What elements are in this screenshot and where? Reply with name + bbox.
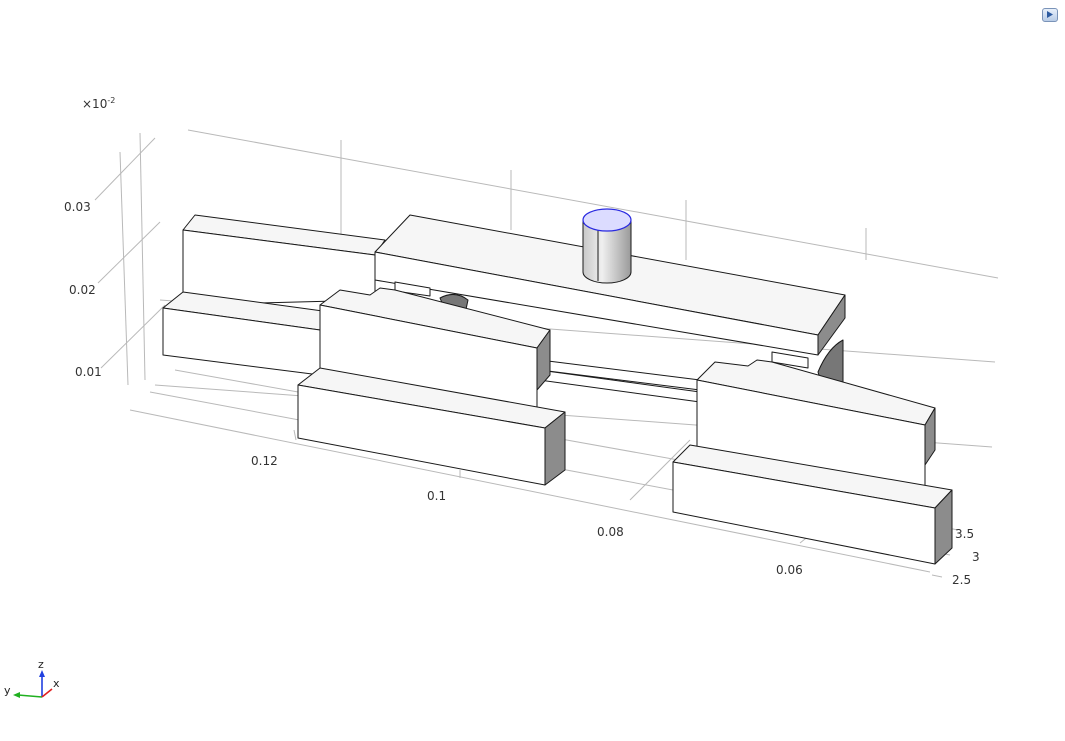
block-mid-left-lower[interactable] (297, 367, 566, 486)
triad-x-label: x (53, 677, 60, 690)
block-back-left-lower[interactable] (162, 291, 331, 376)
z-tick-label: 0.03 (64, 200, 91, 214)
y-axis-arrow (17, 694, 43, 698)
block-back-left-upper[interactable] (182, 214, 386, 306)
z-tick-label: 0.02 (69, 283, 96, 297)
bridge-pad-right[interactable] (771, 351, 809, 369)
y-tick-label: 2.5 (952, 573, 971, 587)
block-right-lower[interactable] (672, 444, 953, 565)
x-axis-ticks: 0.12 0.1 0.08 0.06 (251, 454, 803, 577)
triad-z-label: z (38, 658, 44, 671)
triad-y-label: y (4, 684, 11, 697)
view-toggle-button[interactable] (1042, 8, 1058, 22)
x-axis-arrow (41, 688, 53, 698)
geometry-model[interactable] (162, 208, 953, 565)
x-tick-label: 0.12 (251, 454, 278, 468)
cylinder-top-face[interactable] (582, 208, 632, 232)
cylinder[interactable] (582, 208, 632, 284)
y-axis-ticks: 3.5 3 2.5 (931, 527, 980, 587)
axis-triad: z y x (4, 658, 60, 698)
play-view-icon (1047, 11, 1053, 18)
block-mid-left-upper[interactable] (319, 287, 551, 424)
x-tick-label: 0.08 (597, 525, 624, 539)
axis-scale-label: ×10-2 (82, 96, 115, 111)
z-tick-label: 0.01 (75, 365, 102, 379)
bridge-pad-left[interactable] (394, 281, 431, 297)
z-axis-ticks: ×10-2 0.03 0.02 0.01 (64, 96, 115, 379)
x-tick-label: 0.06 (776, 563, 803, 577)
y-tick-label: 3.5 (955, 527, 974, 541)
x-tick-label: 0.1 (427, 489, 446, 503)
y-tick-label: 3 (972, 550, 980, 564)
